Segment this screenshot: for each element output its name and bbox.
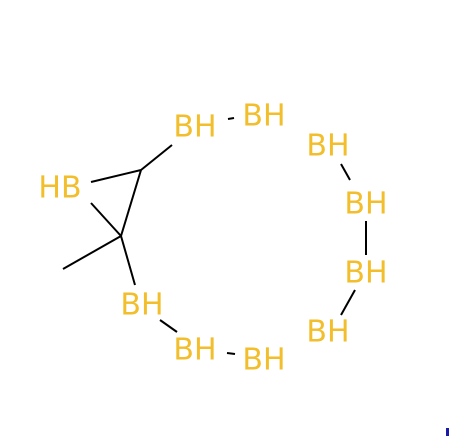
edge-mark	[446, 428, 449, 436]
bond-ring-top-to-bh-upper-1	[140, 144, 173, 171]
atom-bh-lower-1: BH	[173, 333, 216, 368]
atom-bh-right-3: BH	[344, 256, 387, 291]
atom-bh-right-4: BH	[306, 315, 349, 350]
bond-bh-left-lower-to-bh-lower-1	[159, 319, 178, 333]
bond-hb-to-ring-top	[90, 169, 142, 183]
atom-bh-lower-2: BH	[242, 343, 285, 378]
atom-bh-right-1: BH	[306, 129, 349, 164]
bond-bh-right-1-to-bh-right-2	[340, 163, 351, 181]
bond-bh-upper-1-to-bh-upper-2	[227, 117, 235, 120]
bond-ring-bottom-to-methyl	[62, 235, 122, 270]
bonds	[62, 117, 367, 355]
bond-bh-lower-1-to-bh-lower-2	[226, 352, 236, 355]
bond-bh-right-3-to-bh-right-4	[340, 289, 356, 316]
bond-hb-to-ring-bottom	[90, 202, 122, 237]
atom-labels: HB BH BH BH BH BH BH BH BH BH	[38, 99, 387, 378]
atom-bh-upper-2: BH	[242, 99, 285, 134]
atom-bh-upper-1: BH	[173, 110, 216, 145]
atom-hb-ring-left: HB	[38, 171, 81, 206]
bond-ring-top-to-ring-bottom	[120, 169, 142, 237]
atom-bh-left-lower: BH	[120, 288, 163, 323]
bond-ring-bottom-to-bh-left-lower	[120, 235, 136, 286]
atom-bh-right-2: BH	[344, 187, 387, 222]
